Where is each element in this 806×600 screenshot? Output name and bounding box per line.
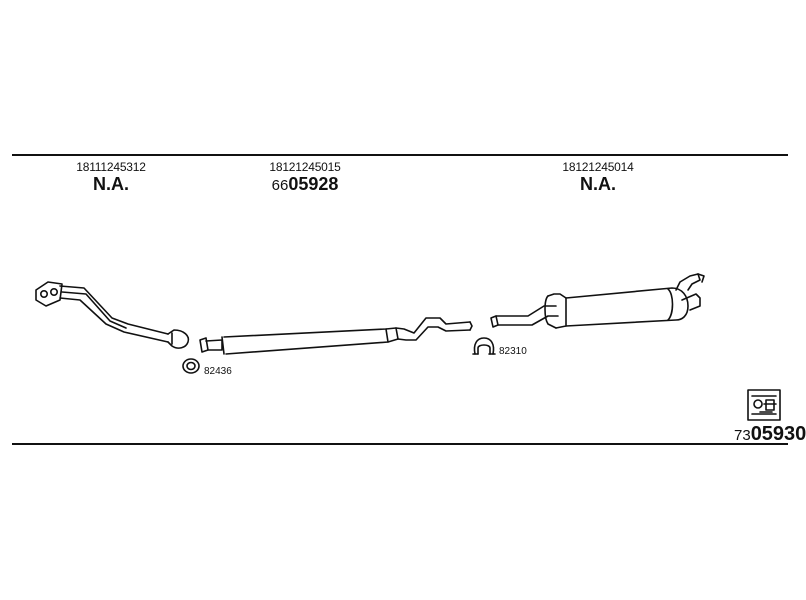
clamp-label: 82310 [499, 346, 527, 357]
rear-silencer [490, 273, 705, 329]
oe-number: 18111245312 [76, 160, 146, 174]
part-number: N.A. [580, 174, 616, 194]
front-pipe-reference: 18111245312 N.A. [76, 160, 146, 196]
gasket-ring [182, 358, 200, 374]
kit-number: 7305930 [734, 423, 806, 445]
middle-silencer-reference: 18121245015 6605928 [269, 160, 340, 196]
gasket-label: 82436 [204, 366, 232, 377]
bottom-divider-line [12, 443, 788, 445]
oe-number: 18121245014 [562, 160, 634, 174]
rear-silencer-reference: 18121245014 N.A. [562, 160, 633, 196]
middle-silencer [199, 317, 473, 355]
part-number: N.A. [93, 174, 129, 194]
front-pipe [35, 281, 190, 349]
part-number: 6605928 [271, 174, 339, 194]
oe-number: 18121245015 [269, 160, 341, 174]
top-divider-line [12, 154, 788, 156]
kit-box-icon [747, 389, 781, 421]
pipe-clamp [472, 337, 496, 355]
